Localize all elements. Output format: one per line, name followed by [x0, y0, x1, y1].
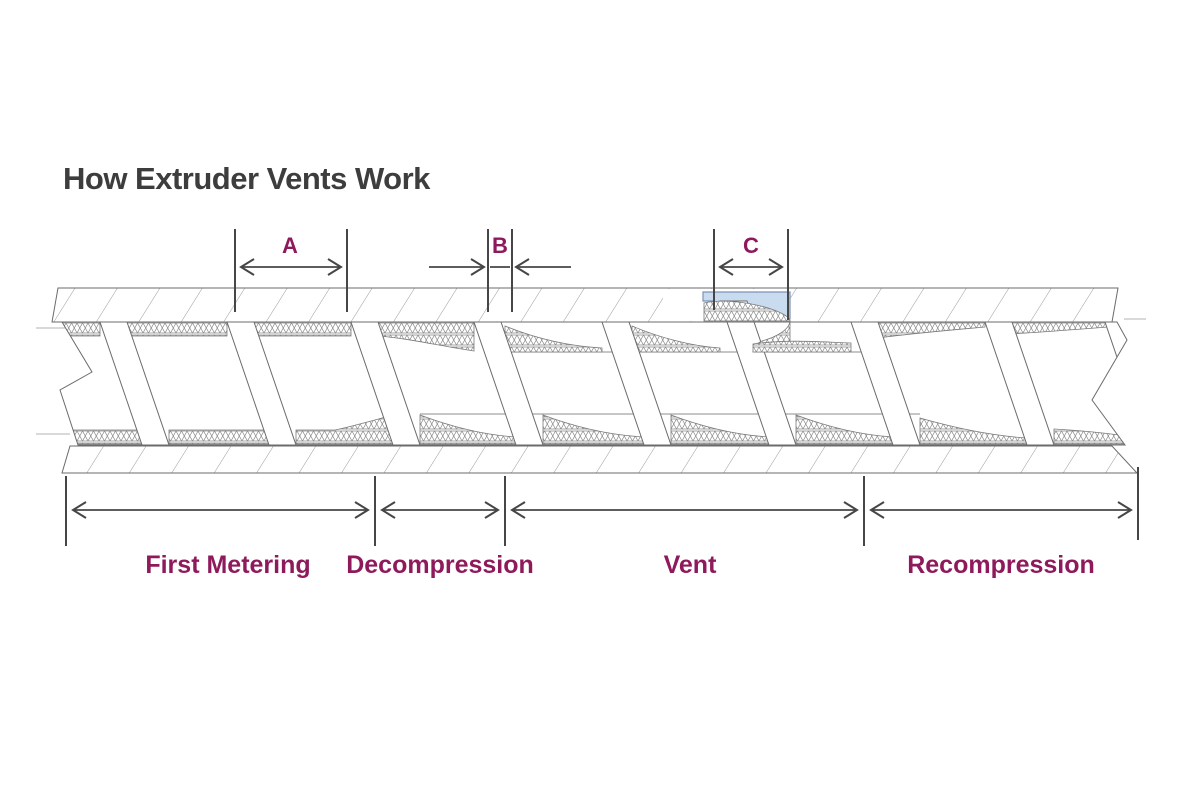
screw-flight	[726, 322, 797, 445]
screw-flight	[350, 322, 421, 445]
dim-label-a: A	[282, 233, 298, 258]
screw-root-body	[60, 322, 1127, 445]
zone-label-decompression: Decompression	[346, 551, 534, 579]
melt-channel-fill	[126, 322, 228, 337]
dim-label-b: B	[492, 233, 508, 258]
screw-flight	[601, 322, 672, 445]
screw-flight	[1104, 322, 1127, 445]
dim-label-c: C	[743, 233, 759, 258]
zone-label-recompression: Recompression	[907, 551, 1095, 579]
dimension-a	[234, 229, 348, 312]
zone-label-first-metering: First Metering	[145, 551, 310, 579]
screw-flight	[473, 322, 544, 445]
vent-material-bulge	[703, 300, 791, 322]
melt-channel-fill	[168, 429, 270, 445]
screw-flight	[984, 322, 1055, 445]
melt-channel-fill	[253, 322, 352, 337]
barrel-top-wall	[51, 287, 1119, 323]
zone-label-vent: Vent	[664, 551, 717, 579]
screw-body	[60, 322, 1127, 445]
zone-dimensions	[65, 467, 1139, 546]
vent-material-tail	[752, 340, 852, 353]
screw-flight	[226, 322, 297, 445]
dimension-b	[429, 229, 571, 312]
melt-channel-fill	[631, 325, 721, 353]
melt-channel-fill	[504, 325, 603, 353]
melt-channel-fill	[1053, 428, 1127, 445]
melt-channel-fill	[60, 322, 101, 337]
barrel-bottom-wall	[61, 445, 1139, 474]
screw-body-outline	[59, 321, 1128, 446]
screw-flight	[850, 322, 921, 445]
page-title: How Extruder Vents Work	[63, 161, 431, 196]
screw-flight	[99, 322, 170, 445]
dimension-c	[713, 229, 789, 320]
